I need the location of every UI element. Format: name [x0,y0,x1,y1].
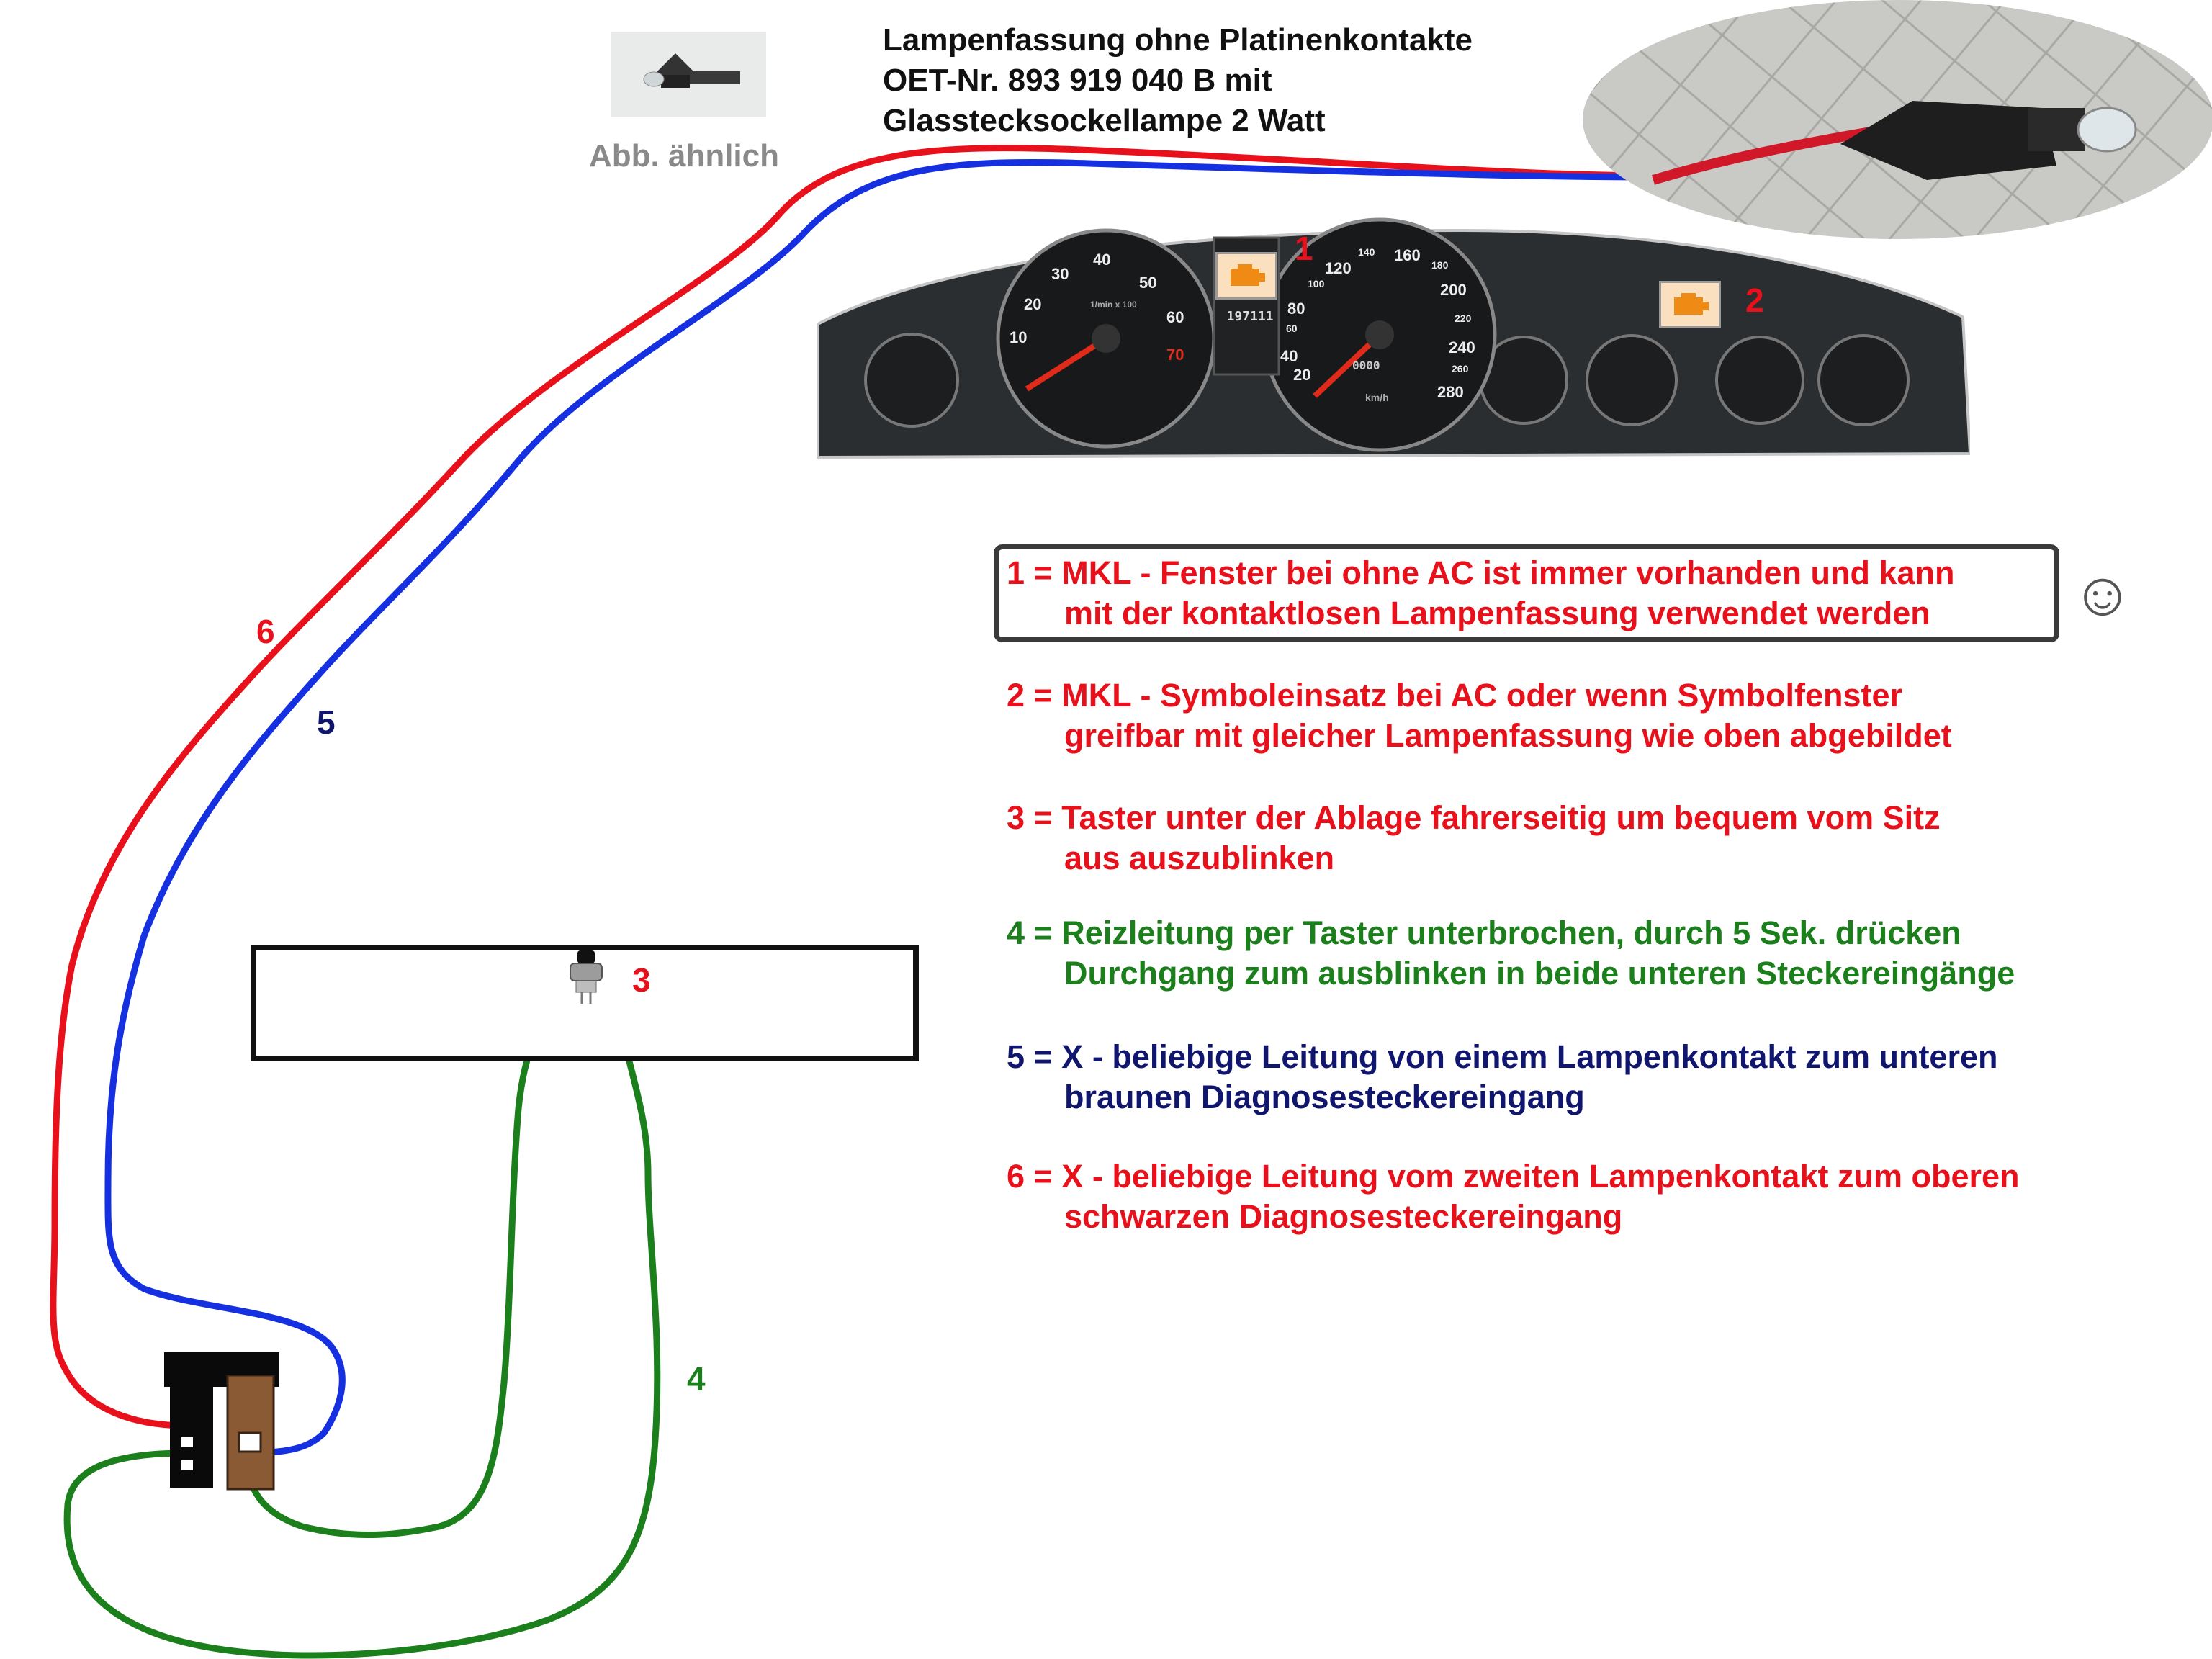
title-line-2: OET-Nr. 893 919 040 B mit [883,63,1272,98]
note-6: 6 = X - beliebige Leitung vom zweiten La… [1007,1156,2020,1237]
note-4-line-2: Durchgang zum ausblinken in beide untere… [1064,955,2015,992]
speedo-tick-220: 220 [1455,313,1472,324]
note-4: 4 = Reizleitung per Taster unterbrochen,… [1007,913,2015,994]
note-3-line-2: aus auszublinken [1064,840,1335,876]
speedo-tick-60: 60 [1286,323,1298,334]
title-line-1: Lampenfassung ohne Platinenkontakte [883,22,1473,58]
speedo-tick-160: 160 [1394,246,1421,264]
instrument-cluster: 197111 10 20 30 40 50 60 70 1/min x 100 … [811,209,1972,468]
note-6-line-2: schwarzen Diagnosesteckereingang [1064,1198,1623,1235]
thumbnail-caption: Abb. ähnlich [589,138,779,174]
wire-6-red [50,145,1660,1429]
push-button-icon [565,949,608,1010]
speedo-tick-100: 100 [1308,278,1325,289]
speedo-tick-260: 260 [1452,363,1469,374]
header-title: Lampenfassung ohne Platinenkontakte OET-… [883,20,1473,141]
speedo-unit: km/h [1365,392,1389,403]
lamp-holder-thumbnail [611,32,766,117]
wire-4-green-a [63,990,661,1659]
button-3-label: 3 [632,961,651,999]
trip-odometer: 0000 [1352,359,1380,372]
instrument-cluster-svg: 197111 [817,217,1972,459]
speedo-tick-20: 20 [1293,366,1311,384]
diagnostic-connector-black [163,1352,282,1493]
tach-tick-70: 70 [1166,346,1184,364]
lamp-holder-icon [643,53,740,88]
engine-warning-icon [1215,252,1277,300]
tach-tick-20: 20 [1024,295,1042,313]
diagnostic-connector-brown [225,1374,276,1494]
note-6-line-1: 6 = X - beliebige Leitung vom zweiten La… [1007,1158,2020,1195]
speedo-tick-200: 200 [1440,281,1467,299]
note-1-line-1: 1 = MKL - Fenster bei ohne AC ist immer … [1007,554,1955,591]
wire-4-label: 4 [687,1360,706,1398]
note-2-line-1: 2 = MKL - Symboleinsatz bei AC oder wenn… [1007,677,1903,714]
note-1: 1 = MKL - Fenster bei ohne AC ist immer … [1007,553,1954,634]
speedo-tick-120: 120 [1325,259,1352,277]
note-1-line-2: mit der kontaktlosen Lampenfassung verwe… [1064,595,1930,631]
note-5: 5 = X - beliebige Leitung von einem Lamp… [1007,1037,1997,1118]
marker-2: 2 [1745,282,1764,319]
lamp-holder-photo [1581,0,2212,242]
odometer-label: 197111 [1226,309,1273,324]
marker-1: 1 [1295,230,1313,267]
engine-warning-icon [1659,281,1721,328]
note-3-line-1: 3 = Taster unter der Ablage fahrerseitig… [1007,799,1941,836]
speedo-tick-240: 240 [1449,338,1475,356]
note-5-line-1: 5 = X - beliebige Leitung von einem Lamp… [1007,1038,1998,1075]
note-4-line-1: 4 = Reizleitung per Taster unterbrochen,… [1007,914,1961,951]
wire-4-green-b [247,992,580,1539]
lamp-photo-svg [1583,0,2212,239]
speedo-tick-280: 280 [1437,383,1464,401]
wire-5-label: 5 [317,703,336,741]
speedo-tick-140: 140 [1358,246,1375,258]
tach-tick-50: 50 [1139,274,1157,292]
speedo-tick-180: 180 [1431,259,1449,271]
note-5-line-2: braunen Diagnosesteckereingang [1064,1079,1585,1115]
note-1-frame [994,544,2059,642]
smiley-icon: ☺ [2071,559,2134,629]
note-2: 2 = MKL - Symboleinsatz bei AC oder wenn… [1007,675,1952,756]
tach-tick-60: 60 [1166,308,1184,326]
title-line-3: Glasstecksockellampe 2 Watt [883,103,1326,138]
wire-6-label: 6 [256,613,275,650]
tach-unit: 1/min x 100 [1090,300,1137,310]
wire-5-blue [104,158,1660,1458]
tach-tick-40: 40 [1093,251,1111,269]
tach-tick-30: 30 [1051,265,1069,283]
tach-tick-10: 10 [1010,328,1028,346]
note-3: 3 = Taster unter der Ablage fahrerseitig… [1007,798,1941,878]
speedo-tick-80: 80 [1287,300,1305,318]
speedo-tick-40: 40 [1280,347,1298,365]
note-2-line-2: greifbar mit gleicher Lampenfassung wie … [1064,717,1952,754]
